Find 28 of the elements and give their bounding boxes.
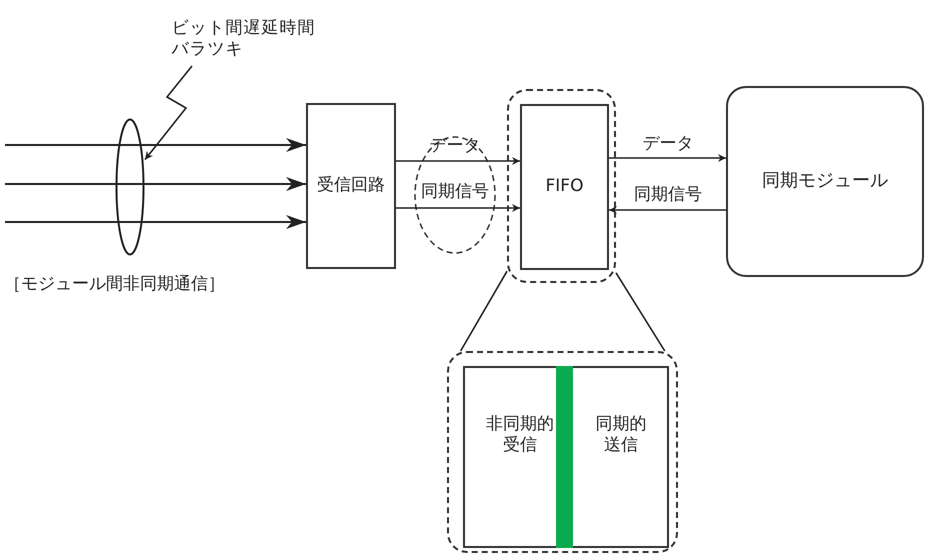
callout-label: ビット間遅延時間バラツキ xyxy=(172,18,316,60)
arrow xyxy=(5,177,306,191)
arrow xyxy=(5,138,306,152)
node-label: 受信回路 xyxy=(317,175,385,197)
process-box xyxy=(463,366,669,548)
dashed-group xyxy=(447,351,678,553)
process-box xyxy=(520,104,609,270)
zoom-line xyxy=(615,272,666,352)
edge-label: データ xyxy=(428,136,482,156)
edge-label: 同期信号 xyxy=(420,182,490,202)
arrow xyxy=(5,215,306,229)
process-box xyxy=(306,103,396,269)
arrow xyxy=(396,204,520,212)
ellipse-marker xyxy=(115,118,145,256)
node-label: 同期モジュール xyxy=(762,170,888,193)
zoom-line xyxy=(460,270,508,352)
edge-label: 同期信号 xyxy=(632,186,704,204)
node-label: 同期的送信 xyxy=(594,414,648,456)
arrow xyxy=(609,206,726,214)
node-label: 非同期的受信 xyxy=(484,414,555,456)
rounded-box xyxy=(726,86,924,277)
leader-arrow xyxy=(144,66,193,160)
dashed-group xyxy=(507,89,616,283)
arrow xyxy=(609,154,726,162)
divider-bar xyxy=(556,366,573,548)
caption-label: ［モジュール間非同期通信］ xyxy=(4,273,225,295)
node-label: FIFO xyxy=(546,176,584,198)
arrow xyxy=(396,157,520,165)
